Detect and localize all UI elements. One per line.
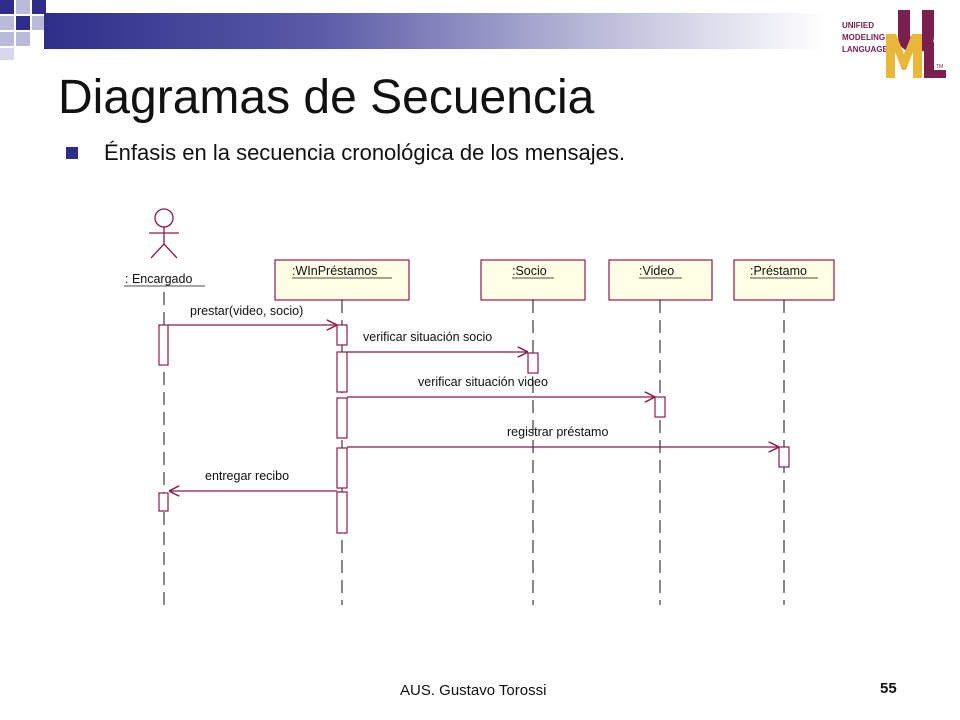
message-label-4: registrar préstamo	[507, 425, 608, 439]
object-video: :Video	[608, 259, 713, 301]
logo-line1: UNIFIED	[842, 21, 874, 30]
object-label-video: :Video	[639, 264, 674, 278]
message-label-1: prestar(video, socio)	[190, 304, 303, 318]
object-prestamo: :Préstamo	[733, 259, 835, 301]
logo-line2: MODELING	[842, 33, 885, 42]
object-label-wlnprestamos: :WInPréstamos	[292, 264, 377, 278]
activation-wln-5	[336, 491, 348, 534]
activation-encargado-2	[158, 492, 169, 512]
activation-wln-3	[336, 397, 348, 439]
activation-prestamo	[778, 446, 790, 468]
bullet-square-icon	[66, 147, 78, 159]
actor-figure	[149, 208, 179, 259]
bullet-item: Énfasis en la secuencia cronológica de l…	[66, 140, 625, 166]
activation-encargado-1	[158, 324, 169, 366]
object-wlnprestamos: :WInPréstamos	[274, 259, 410, 301]
activation-video	[654, 396, 666, 418]
activation-wln-2	[336, 351, 348, 393]
message-label-3: verificar situación video	[418, 375, 548, 389]
message-label-2: verificar situación socio	[363, 330, 492, 344]
message-label-5: entregar recibo	[205, 469, 289, 483]
activation-wln-4	[336, 447, 348, 489]
logo-line3: LANGUAGE	[842, 45, 888, 54]
activation-socio	[527, 352, 539, 374]
page-title: Diagramas de Secuencia	[58, 71, 595, 124]
bullet-text: Énfasis en la secuencia cronológica de l…	[104, 140, 625, 165]
activation-wln-1	[336, 324, 348, 346]
logo-tm: TM	[936, 64, 943, 70]
decorative-squares	[0, 0, 46, 60]
page-number: 55	[880, 680, 897, 697]
footer-author: AUS. Gustavo Torossi	[400, 682, 547, 699]
actor-label: : Encargado	[125, 272, 192, 286]
uml-logo: UNIFIED MODELING LANGUAGE TM	[842, 10, 946, 78]
object-socio: :Socio	[480, 259, 586, 301]
header-gradient-bar	[44, 13, 826, 49]
object-label-socio: :Socio	[512, 264, 547, 278]
object-label-prestamo: :Préstamo	[750, 264, 807, 278]
